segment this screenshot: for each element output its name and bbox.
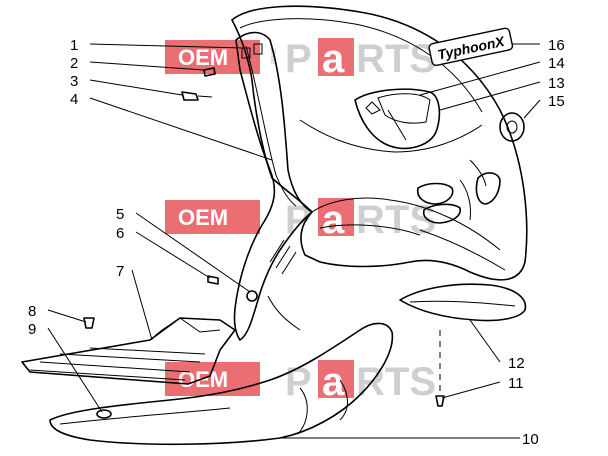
watermark-oem-text: OEM — [178, 45, 228, 70]
screw-part-3 — [181, 91, 199, 101]
callout-4: 4 — [70, 91, 78, 108]
screw-part-11 — [435, 395, 445, 407]
watermark-parts-rts: RTS — [356, 37, 436, 81]
watermark-parts-a: a — [322, 360, 345, 404]
watermark-top: OEM BIKE P a RTS — [165, 37, 436, 81]
callout-9: 9 — [28, 321, 36, 338]
front-shield-part — [231, 5, 528, 281]
callout-1: 1 — [70, 37, 78, 54]
nut-part-5 — [246, 290, 258, 302]
washer-part-9 — [96, 409, 112, 419]
fasteners — [83, 43, 525, 419]
screw-part-8 — [83, 317, 95, 329]
clip-part-1b — [253, 43, 263, 55]
dashboard-cover-part — [354, 88, 441, 150]
watermark-parts-rts: RTS — [356, 198, 436, 242]
emblem-part-15 — [499, 112, 525, 142]
floor-panel-part — [21, 317, 236, 385]
watermark-parts-p: P — [285, 37, 312, 81]
leader-lines — [47, 43, 541, 439]
inner-shield-part — [233, 31, 313, 341]
watermark-middle: OEM P a RTS — [165, 198, 436, 242]
mudguard-part — [399, 283, 527, 322]
callout-16: 16 — [548, 37, 565, 54]
callout-5: 5 — [116, 206, 124, 223]
callout-12: 12 — [508, 355, 525, 372]
callout-13: 13 — [548, 75, 565, 92]
watermark-parts-rts: RTS — [356, 360, 436, 404]
callout-labels: 1 2 3 4 5 6 7 8 9 10 11 12 13 14 15 16 — [28, 37, 565, 448]
callout-6: 6 — [116, 225, 124, 242]
watermark-parts-a: a — [322, 198, 345, 242]
typhoon-badge-part: TyphoonX — [428, 27, 514, 67]
screw-part-6 — [207, 275, 219, 285]
lower-spoiler-part — [49, 322, 394, 446]
watermark-oem-text: OEM — [178, 367, 228, 392]
watermark-parts-p: P — [285, 360, 312, 404]
callout-14: 14 — [548, 55, 565, 72]
watermark-parts-a: a — [322, 37, 345, 81]
screw-part-2 — [203, 67, 216, 77]
watermark-oem-text: OEM — [178, 205, 228, 230]
watermark-parts-p: P — [285, 198, 312, 242]
callout-8: 8 — [28, 303, 36, 320]
callout-11: 11 — [508, 375, 524, 392]
clip-part-1 — [241, 47, 251, 59]
callout-10: 10 — [522, 431, 539, 448]
callout-2: 2 — [70, 55, 78, 72]
callout-3: 3 — [70, 73, 78, 90]
callout-7: 7 — [116, 263, 124, 280]
callout-15: 15 — [548, 93, 565, 110]
